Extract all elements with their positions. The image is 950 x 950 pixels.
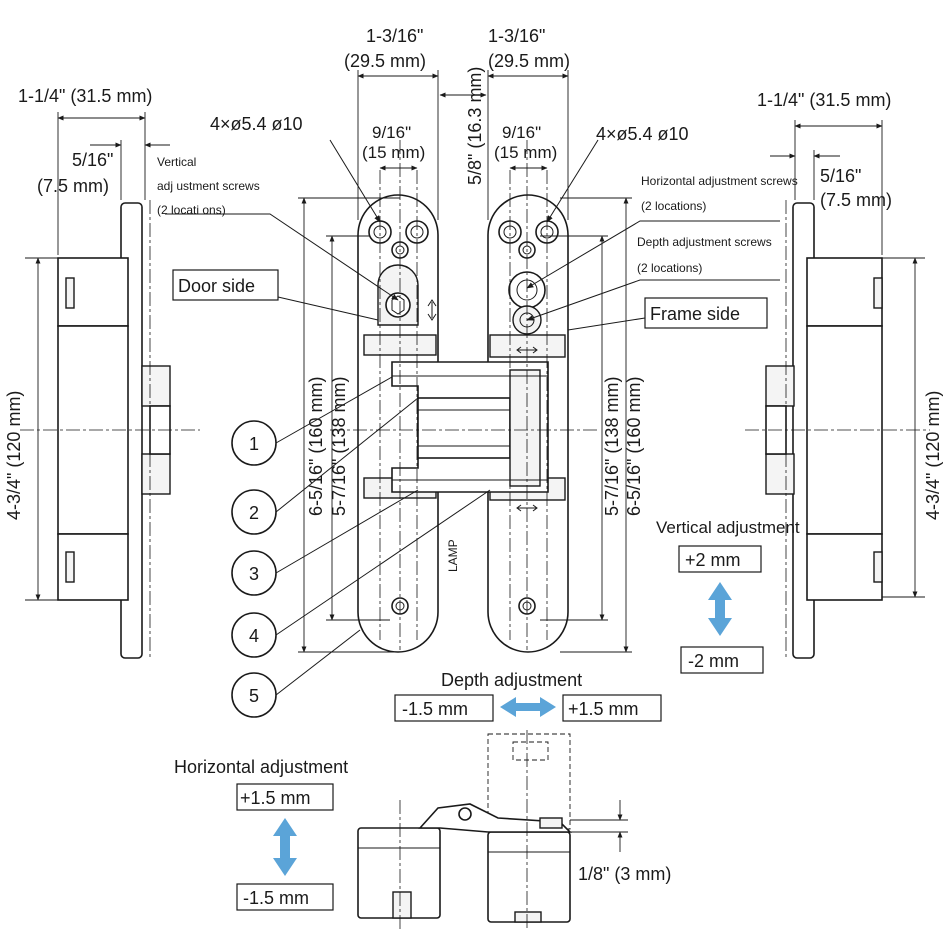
front-view: LAMP	[165, 70, 780, 653]
height-left: 4-3/4" (120 mm)	[4, 391, 24, 520]
horizontal-adjustment-arrow	[273, 818, 297, 876]
callout-5	[231, 672, 277, 718]
flange-width-right: 1-1/4" (31.5 mm)	[757, 90, 891, 110]
callouts: 1 2 3 4 5	[231, 376, 491, 718]
total-height-left: 6-5/16" (160 mm)	[306, 377, 326, 516]
vertical-plus-value: +2 mm	[685, 550, 741, 570]
annotation-texts: Vertical adj ustment screws (2 locati on…	[157, 155, 798, 324]
inner-height-right: 5-7/16" (138 mm)	[602, 377, 622, 516]
offset-left-mm: (7.5 mm)	[37, 176, 109, 196]
adjustment-texts: Vertical adjustment +2 mm -2 mm Depth ad…	[174, 518, 800, 908]
body-width-left-inch: 1-3/16"	[366, 26, 423, 46]
depth-minus-value: -1.5 mm	[402, 699, 468, 719]
callout-1	[231, 420, 277, 466]
callout-2	[231, 489, 277, 535]
offset-right-mm: (7.5 mm)	[820, 190, 892, 210]
horizontal-adjustment-title: Horizontal adjustment	[174, 757, 348, 777]
callout-3-label: 3	[249, 564, 259, 584]
step-dimension: 1/8" (3 mm)	[578, 864, 671, 884]
hole-pitch-right-inch: 9/16"	[502, 123, 541, 142]
body-width-right-mm: (29.5 mm)	[488, 51, 570, 71]
callout-3	[231, 550, 277, 596]
depth-minus-box	[394, 694, 494, 722]
horizontal-screws-line1: Horizontal adjustment screws	[641, 174, 798, 188]
dimension-texts: 1-1/4" (31.5 mm) 1-1/4" (31.5 mm) 5/16" …	[4, 26, 943, 884]
body-width-left-mm: (29.5 mm)	[344, 51, 426, 71]
callout-4-label: 4	[249, 626, 259, 646]
vertical-minus-value: -2 mm	[688, 651, 739, 671]
callout-2-label: 2	[249, 503, 259, 523]
inner-height-left: 5-7/16" (138 mm)	[329, 377, 349, 516]
horizontal-plus-value: +1.5 mm	[240, 788, 311, 808]
door-side-label: Door side	[178, 276, 255, 296]
gap-dimension: 5/8" (16.3 mm)	[465, 67, 485, 185]
callout-5-label: 5	[249, 686, 259, 706]
depth-adjustment-title: Depth adjustment	[441, 670, 582, 690]
depth-screws-line1: Depth adjustment screws	[637, 235, 772, 249]
body-width-right-inch: 1-3/16"	[488, 26, 545, 46]
offset-right-inch: 5/16"	[820, 166, 861, 186]
adjustment-boxes	[172, 269, 768, 911]
brand-mark: LAMP	[446, 539, 460, 572]
horizontal-plus-box	[236, 783, 334, 811]
vertical-screws-line1: Vertical	[157, 155, 196, 169]
horizontal-screws-line2: (2 locations)	[641, 199, 706, 213]
height-right: 4-3/4" (120 mm)	[923, 391, 943, 520]
hole-pitch-right-mm: (15 mm)	[494, 143, 557, 162]
callout-4	[231, 612, 277, 658]
callout-1-label: 1	[249, 434, 259, 454]
vertical-adjustment-arrow	[708, 582, 732, 636]
horizontal-minus-box	[236, 883, 334, 911]
depth-plus-value: +1.5 mm	[568, 699, 639, 719]
frame-side-box	[644, 297, 768, 329]
vertical-minus-box	[680, 646, 764, 674]
horizontal-minus-value: -1.5 mm	[243, 888, 309, 908]
right-side-view	[745, 120, 930, 660]
vertical-screws-line2: adj ustment screws	[157, 179, 260, 193]
vertical-screws-line3: (2 locati ons)	[157, 203, 226, 217]
holes-left: 4×ø5.4 ø10	[210, 114, 303, 134]
hole-pitch-left-inch: 9/16"	[372, 123, 411, 142]
total-height-right: 6-5/16" (160 mm)	[624, 377, 644, 516]
frame-side-label: Frame side	[650, 304, 740, 324]
depth-adjustment-arrow	[500, 697, 556, 717]
depth-screws-line2: (2 locations)	[637, 261, 702, 275]
vertical-plus-box	[678, 545, 762, 573]
depth-plus-box	[562, 694, 662, 722]
holes-right: 4×ø5.4 ø10	[596, 124, 689, 144]
door-side-box	[172, 269, 279, 301]
flange-width-left: 1-1/4" (31.5 mm)	[18, 86, 152, 106]
adjustment-arrows	[273, 582, 732, 876]
offset-left-inch: 5/16"	[72, 150, 113, 170]
plan-view	[357, 730, 628, 930]
vertical-adjustment-title: Vertical adjustment	[656, 518, 800, 537]
hole-pitch-left-mm: (15 mm)	[362, 143, 425, 162]
left-side-view	[20, 112, 200, 660]
